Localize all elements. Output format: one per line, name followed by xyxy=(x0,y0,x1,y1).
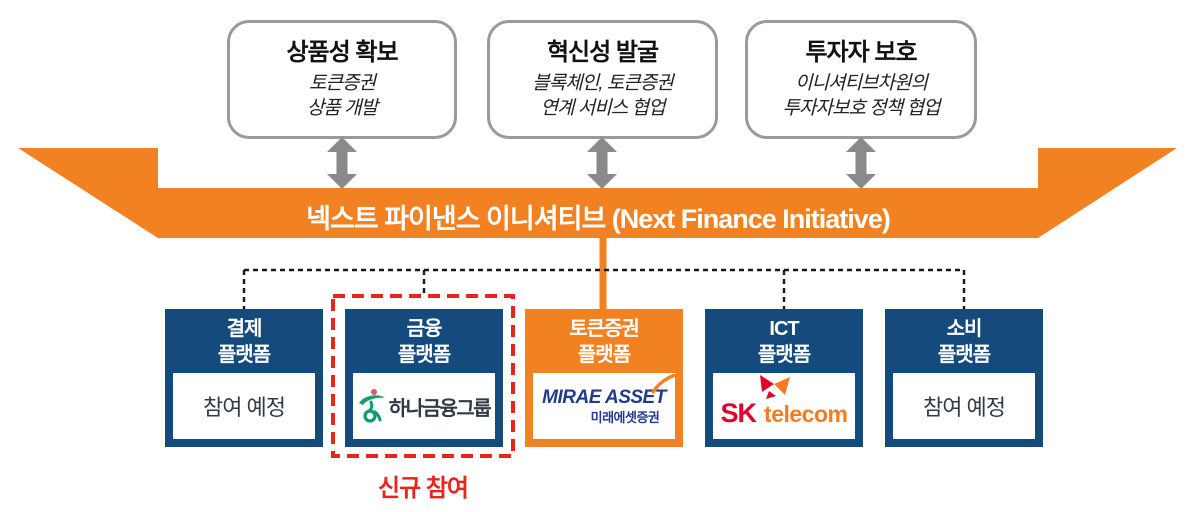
participation-pending-label: 참여 예정 xyxy=(922,395,1006,420)
mirae-logo-text-kr: 미래에셋증권 xyxy=(590,410,660,425)
platform-title-line: 결제 xyxy=(226,318,263,340)
sk-logo-text-sk: SK xyxy=(720,397,758,428)
double-arrow-icon xyxy=(587,137,617,189)
sk-logo-text-telecom: telecom xyxy=(764,400,848,427)
platform-title-line: 플랫폼 xyxy=(397,344,451,366)
platform-title-line: ICT xyxy=(769,318,799,340)
platform-card-ict: ICT 플랫폼 SK telecom xyxy=(705,309,863,447)
double-arrow-icon xyxy=(327,137,357,189)
goal-card-innovation: 혁신성 발굴 블록체인, 토큰증권 연계 서비스 협업 xyxy=(487,20,718,139)
goal-desc-line: 블록체인, 토큰증권 xyxy=(532,73,673,94)
platform-card-finance: 금융 플랫폼 하나금융그룹 xyxy=(345,309,503,447)
platform-title-line: 플랫폼 xyxy=(217,344,271,366)
initiative-banner-ribbon xyxy=(18,148,1177,238)
goal-desc: 이니셔티브차원의 투자자보호 정책 협업 xyxy=(748,71,974,121)
goal-title: 혁신성 발굴 xyxy=(546,39,659,66)
goal-desc-line: 상품 개발 xyxy=(306,98,378,119)
platform-title-line: 플랫폼 xyxy=(757,344,811,366)
hana-symbol-icon xyxy=(358,389,385,423)
platform-title: 결제 플랫폼 xyxy=(165,309,323,368)
mirae-asset-logo: MIRAE ASSET 미래에셋증권 xyxy=(542,374,676,425)
platform-title: ICT 플랫폼 xyxy=(705,309,863,368)
platform-title: 토큰증권 플랫폼 xyxy=(525,309,683,368)
goal-desc: 블록체인, 토큰증권 연계 서비스 협업 xyxy=(490,71,715,121)
new-participant-highlight-box xyxy=(331,294,515,458)
hana-financial-group-logo: 하나금융그룹 xyxy=(358,388,492,424)
platform-title: 소비 플랫폼 xyxy=(885,309,1043,368)
platform-content-panel: 하나금융그룹 xyxy=(353,373,495,439)
mirae-swoosh-icon xyxy=(651,374,676,394)
platform-content-panel: 참여 예정 xyxy=(893,373,1035,439)
platform-title-line: 금융 xyxy=(406,318,443,340)
platform-title-line: 플랫폼 xyxy=(937,344,991,366)
hana-logo-text: 하나금융그룹 xyxy=(388,397,492,420)
platform-card-payment: 결제 플랫폼 참여 예정 xyxy=(165,309,323,447)
goal-title: 상품성 확보 xyxy=(286,39,398,66)
platform-card-consumption: 소비 플랫폼 참여 예정 xyxy=(885,309,1043,447)
goal-desc-line: 연계 서비스 협업 xyxy=(540,98,666,119)
platform-title: 금융 플랫폼 xyxy=(345,309,503,368)
double-arrow-icon xyxy=(846,137,876,189)
mirae-logo-text-en: MIRAE ASSET xyxy=(542,387,666,408)
platform-card-token-securities: 토큰증권 플랫폼 MIRAE ASSET 미래에셋증권 xyxy=(525,309,683,447)
goal-desc-line: 이니셔티브차원의 xyxy=(795,73,928,94)
goal-desc-line: 투자자보호 정책 협업 xyxy=(782,98,941,119)
goal-card-product: 상품성 확보 토큰증권 상품 개발 xyxy=(227,20,457,139)
platform-title-line: 소비 xyxy=(946,318,983,340)
initiative-banner-label: 넥스트 파이낸스 이니셔티브 (Next Finance Initiative) xyxy=(306,204,891,234)
goal-desc: 토큰증권 상품 개발 xyxy=(230,71,454,121)
new-participation-label: 신규 참여 xyxy=(378,475,469,502)
goal-card-investor-protection: 투자자 보호 이니셔티브차원의 투자자보호 정책 협업 xyxy=(745,20,977,139)
sk-butterfly-icon xyxy=(759,374,790,399)
platform-content-panel: MIRAE ASSET 미래에셋증권 xyxy=(533,373,676,439)
platform-content-panel: SK telecom xyxy=(713,373,855,439)
goal-title: 투자자 보호 xyxy=(805,39,917,66)
goal-desc-line: 토큰증권 xyxy=(309,73,376,94)
mirae-logo-wordmark: MIRAE ASSET xyxy=(542,374,676,408)
platform-content-panel: 참여 예정 xyxy=(173,373,315,439)
participation-pending-label: 참여 예정 xyxy=(202,395,286,420)
dashed-connector-lines xyxy=(242,268,966,309)
platform-title-line: 토큰증권 xyxy=(569,318,640,340)
sk-telecom-logo: SK telecom xyxy=(720,374,848,429)
platform-title-line: 플랫폼 xyxy=(577,344,631,366)
